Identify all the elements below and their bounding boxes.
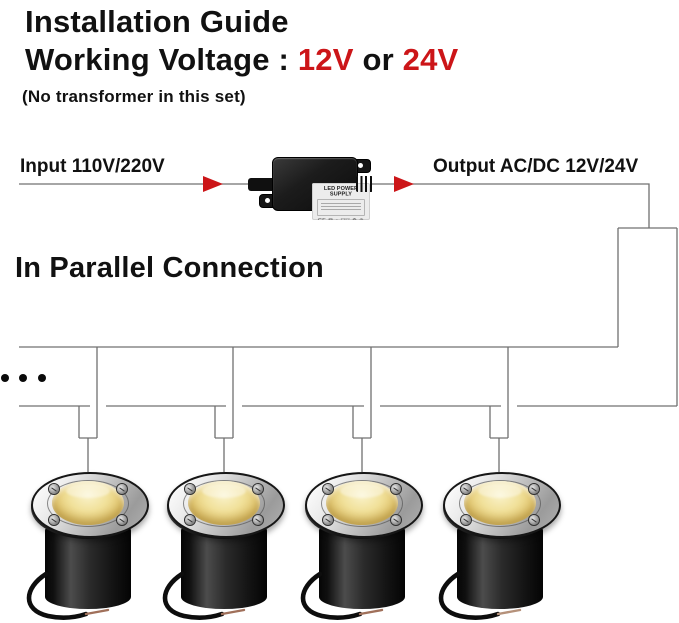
screw-icon bbox=[529, 484, 539, 494]
screw-icon bbox=[461, 515, 471, 525]
lamp-body bbox=[319, 527, 405, 609]
voltage-12v: 12V bbox=[297, 42, 354, 77]
page-title: Installation Guide bbox=[25, 4, 289, 39]
continuation-dots-icon bbox=[1, 374, 46, 382]
lamp-pigtail-wire bbox=[162, 571, 246, 621]
screw-icon bbox=[253, 515, 263, 525]
bare-copper-tip bbox=[84, 608, 110, 616]
parallel-connection-title: In Parallel Connection bbox=[15, 252, 324, 284]
lamp-lens bbox=[188, 481, 260, 525]
psu-spec-lines bbox=[317, 199, 365, 216]
feed-split-wire bbox=[617, 227, 678, 406]
screw-icon bbox=[323, 515, 333, 525]
lamp-lens bbox=[326, 481, 398, 525]
voltage-or: or bbox=[353, 42, 403, 77]
lamp-drop-wire-4 bbox=[489, 347, 509, 472]
bare-copper-tip bbox=[496, 608, 522, 616]
ground-light-fixture-2 bbox=[159, 471, 289, 623]
lamp-body bbox=[457, 527, 543, 609]
screw-icon bbox=[49, 515, 59, 525]
lamp-body bbox=[45, 527, 131, 609]
psu-strain-relief-coil bbox=[356, 176, 373, 192]
psu-label-title: LED POWER SUPPLY bbox=[323, 186, 359, 198]
output-voltage-label: Output AC/DC 12V/24V bbox=[433, 156, 639, 177]
lamp-drop-wire-1 bbox=[78, 347, 98, 472]
lamp-lens bbox=[464, 481, 536, 525]
screw-icon bbox=[185, 484, 195, 494]
output-wire bbox=[372, 183, 650, 228]
lamp-drop-wire-3 bbox=[352, 347, 372, 472]
bare-copper-tip bbox=[358, 608, 384, 616]
screw-icon bbox=[117, 515, 127, 525]
screw-icon bbox=[323, 484, 333, 494]
bare-copper-tip bbox=[220, 608, 246, 616]
ground-light-fixture-3 bbox=[297, 471, 427, 623]
input-voltage-label: Input 110V/220V bbox=[20, 156, 165, 177]
ground-light-fixture-4 bbox=[435, 471, 565, 623]
psu-certification-marks: CE ⊠ ⌂ ▽▽ ♽ ⊕ bbox=[315, 217, 367, 220]
output-arrow-icon bbox=[394, 176, 414, 192]
lamp-lens bbox=[52, 481, 124, 525]
screw-icon bbox=[391, 515, 401, 525]
screw-icon bbox=[185, 515, 195, 525]
screw-icon bbox=[461, 484, 471, 494]
psu-housing: LED POWER SUPPLY CE ⊠ ⌂ ▽▽ ♽ ⊕ bbox=[272, 157, 370, 220]
lamp-drop-wire-2 bbox=[214, 347, 234, 472]
screw-icon bbox=[253, 484, 263, 494]
power-supply-unit: LED POWER SUPPLY CE ⊠ ⌂ ▽▽ ♽ ⊕ bbox=[246, 140, 376, 230]
transformer-note: (No transformer in this set) bbox=[22, 87, 246, 106]
lamp-pigtail-wire bbox=[300, 571, 384, 621]
lamp-pigtail-wire bbox=[438, 571, 522, 621]
screw-icon bbox=[391, 484, 401, 494]
working-voltage-heading: Working Voltage : 12V or 24V bbox=[25, 42, 458, 78]
screw-icon bbox=[117, 484, 127, 494]
lamp-body bbox=[181, 527, 267, 609]
input-arrow-icon bbox=[203, 176, 223, 192]
screw-icon bbox=[49, 484, 59, 494]
psu-input-cable-stub bbox=[248, 178, 276, 191]
lamp-pigtail-wire bbox=[26, 571, 110, 621]
voltage-24v: 24V bbox=[402, 42, 459, 77]
screw-icon bbox=[529, 515, 539, 525]
ground-light-fixture-1 bbox=[23, 471, 153, 623]
voltage-label: Working Voltage : bbox=[25, 42, 298, 77]
